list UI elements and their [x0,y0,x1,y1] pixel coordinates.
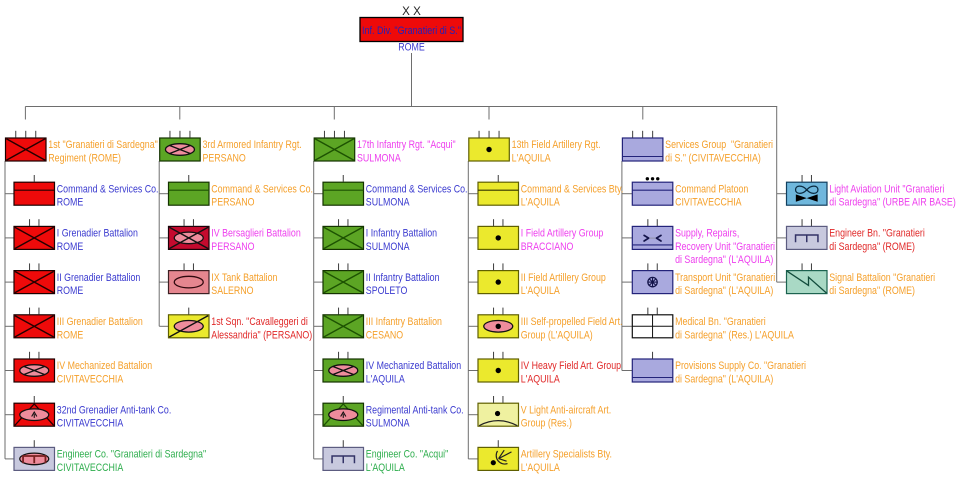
svg-text:di Sardegna" (URBE AIR BASE): di Sardegna" (URBE AIR BASE) [829,197,955,209]
svg-text:CIVITAVECCHIA: CIVITAVECCHIA [675,197,742,209]
svg-text:L'AQUILA: L'AQUILA [366,374,405,386]
svg-text:IV Heavy Field Art. Group: IV Heavy Field Art. Group [521,360,622,372]
svg-text:L'AQUILA: L'AQUILA [512,153,551,165]
svg-text:SULMONA: SULMONA [366,197,410,209]
svg-text:BRACCIANO: BRACCIANO [521,241,574,253]
svg-text:IX Tank Battalion: IX Tank Battalion [211,272,277,284]
svg-text:Medical Bn. "Granatieri: Medical Bn. "Granatieri [675,316,766,328]
svg-text:ROME: ROME [57,241,84,253]
svg-text:Engineer Co. "Acqui": Engineer Co. "Acqui" [366,449,449,461]
svg-text:di Sardegna" (ROME): di Sardegna" (ROME) [829,285,915,297]
svg-text:CIVITAVECCHIA: CIVITAVECCHIA [57,374,124,386]
svg-text:Signal Battalion "Granatieri: Signal Battalion "Granatieri [829,272,935,284]
svg-text:II Field Artillery Group: II Field Artillery Group [521,272,606,284]
svg-text:1st "Granatieri di Sardegna": 1st "Granatieri di Sardegna" [48,139,158,151]
svg-text:Group (L'AQUILA): Group (L'AQUILA) [521,330,593,342]
svg-text:Alessandria" (PERSANO): Alessandria" (PERSANO) [211,330,312,342]
svg-text:di Sardegna" (L'AQUILA): di Sardegna" (L'AQUILA) [675,285,773,297]
svg-text:SULMONA: SULMONA [366,241,410,253]
svg-text:SALERNO: SALERNO [211,285,254,297]
svg-text:Engineer Co. "Granatieri di Sa: Engineer Co. "Granatieri di Sardegna" [57,449,207,461]
svg-text:PERSANO: PERSANO [202,153,246,165]
svg-text:Group (Res.): Group (Res.) [521,418,572,430]
svg-text:ROME: ROME [57,285,84,297]
svg-text:Engineer Bn. "Granatieri: Engineer Bn. "Granatieri [829,228,925,240]
svg-text:Light Aviation Unit "Granatier: Light Aviation Unit "Granatieri [829,184,944,196]
svg-text:L'AQUILA: L'AQUILA [366,462,405,474]
svg-text:ROME: ROME [57,197,84,209]
svg-text:Regiment (ROME): Regiment (ROME) [48,153,121,165]
svg-text:IV Bersaglieri Battalion: IV Bersaglieri Battalion [211,228,300,240]
svg-text:ROME: ROME [57,330,84,342]
svg-text:13th Field Artillery Rgt.: 13th Field Artillery Rgt. [512,139,601,151]
svg-text:Supply, Repairs,: Supply, Repairs, [675,228,739,240]
svg-text:Transport Unit "Granatieri: Transport Unit "Granatieri [675,272,775,284]
svg-text:IV Mechanized Battalion: IV Mechanized Battalion [366,360,461,372]
svg-text:3rd Armored Infantry Rgt.: 3rd Armored Infantry Rgt. [202,139,301,151]
svg-text:IV Mechanized Battalion: IV Mechanized Battalion [57,360,152,372]
svg-text:Recovery Unit "Granatieri: Recovery Unit "Granatieri [675,241,775,253]
svg-text:Command & Services Co.: Command & Services Co. [57,184,159,196]
svg-text:Command & Services Co.: Command & Services Co. [211,184,313,196]
svg-text:V Light Anti-aircraft Art.: V Light Anti-aircraft Art. [521,405,611,417]
svg-text:Command & Services Co.: Command & Services Co. [366,184,468,196]
svg-text:Command & Services Bty.: Command & Services Bty. [521,184,624,196]
svg-text:ROME: ROME [398,42,425,54]
svg-text:17th Infantry Rgt. "Acqui": 17th Infantry Rgt. "Acqui" [357,139,456,151]
svg-text:Inf. Div. "Granatieri di S.": Inf. Div. "Granatieri di S." [362,25,461,37]
svg-text:Command Platoon: Command Platoon [675,184,748,196]
svg-text:CIVITAVECCHIA: CIVITAVECCHIA [57,418,124,430]
svg-text:L'AQUILA: L'AQUILA [521,462,560,474]
svg-text:III Infantry Battalion: III Infantry Battalion [366,316,442,328]
svg-text:32nd Grenadier Anti-tank Co.: 32nd Grenadier Anti-tank Co. [57,405,172,417]
svg-text:I Field Artillery Group: I Field Artillery Group [521,228,604,240]
svg-text:SULMONA: SULMONA [366,418,410,430]
svg-text:Services Group "Granatieri: Services Group "Granatieri [665,139,773,151]
svg-text:III Grenadier Battalion: III Grenadier Battalion [57,316,143,328]
svg-text:I Grenadier Battalion: I Grenadier Battalion [57,228,138,240]
svg-text:III Self-propelled Field Art.: III Self-propelled Field Art. [521,316,623,328]
svg-text:Regimental Anti-tank Co.: Regimental Anti-tank Co. [366,405,464,417]
svg-text:1st Sqn. "Cavalleggeri di: 1st Sqn. "Cavalleggeri di [211,316,308,328]
svg-text:Artillery Specialists Bty.: Artillery Specialists Bty. [521,449,612,461]
svg-text:PERSANO: PERSANO [211,197,255,209]
svg-text:II Infantry Battalion: II Infantry Battalion [366,272,440,284]
svg-text:di Sardegna" (ROME): di Sardegna" (ROME) [829,241,915,253]
svg-text:II Grenadier Battalion: II Grenadier Battalion [57,272,141,284]
svg-text:X X: X X [402,5,421,18]
svg-text:SULMONA: SULMONA [357,153,401,165]
svg-text:di S." (CIVITAVECCHIA): di S." (CIVITAVECCHIA) [665,153,761,165]
svg-text:L'AQUILA: L'AQUILA [521,197,560,209]
svg-text:L'AQUILA: L'AQUILA [521,374,560,386]
svg-text:di Sardegna" (Res.) L'AQUILA: di Sardegna" (Res.) L'AQUILA [675,330,794,342]
svg-text:L'AQUILA: L'AQUILA [521,285,560,297]
svg-text:SPOLETO: SPOLETO [366,285,408,297]
svg-text:Provisions Supply Co. "Granati: Provisions Supply Co. "Granatieri [675,360,806,372]
svg-text:CESANO: CESANO [366,330,404,342]
svg-text:di Sardegna" (L'AQUILA): di Sardegna" (L'AQUILA) [675,374,773,386]
svg-text:di Sardegna" (L'AQUILA): di Sardegna" (L'AQUILA) [675,254,773,266]
svg-text:I Infantry Battalion: I Infantry Battalion [366,228,437,240]
svg-text:PERSANO: PERSANO [211,241,255,253]
svg-text:CIVITAVECCHIA: CIVITAVECCHIA [57,462,124,474]
